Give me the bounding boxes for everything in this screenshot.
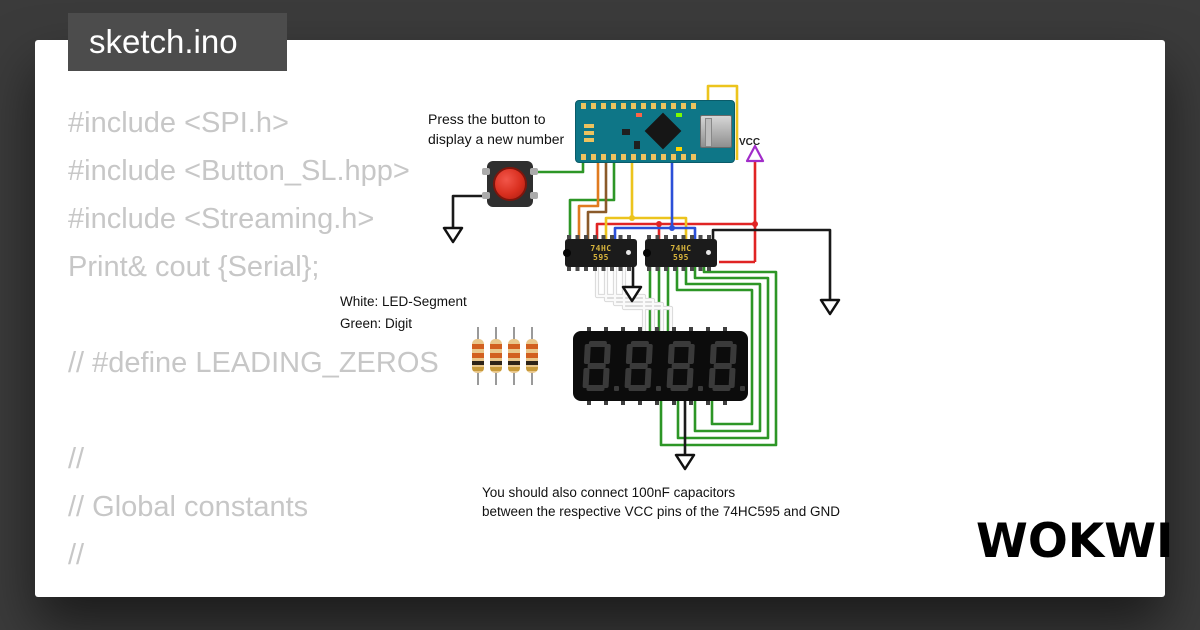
chip-label-line2: 595 (593, 253, 609, 262)
button-note-line2: display a new number (428, 131, 565, 147)
usb-detail (705, 118, 712, 147)
chip-label-line2: 595 (673, 253, 689, 262)
button-note: Press the button to display a new number (428, 109, 564, 149)
chip-label-line1: 74HC (590, 244, 612, 253)
shift-register-1[interactable]: 74HC 595 (563, 235, 637, 271)
resistor[interactable] (525, 327, 539, 385)
button-leg (530, 192, 538, 199)
arduino-nano-board[interactable] (575, 100, 735, 163)
display-digits (582, 341, 745, 391)
chip-pins (567, 267, 635, 271)
resistor-body (490, 339, 502, 373)
chip-pins (647, 267, 715, 271)
push-button[interactable] (482, 161, 538, 207)
shift-register-2[interactable]: 74HC 595 (643, 235, 717, 271)
pin-header-bottom (581, 154, 699, 160)
code-line: // Global constants (68, 491, 309, 523)
resistor[interactable] (471, 327, 485, 385)
button-note-line1: Press the button to (428, 111, 546, 127)
legend-white: White: LED-Segment (340, 294, 467, 309)
legend-green: Green: Digit (340, 316, 413, 331)
resistor-body (472, 339, 484, 373)
chip-label: 74HC 595 (565, 239, 637, 267)
code-line: // #define LEADING_ZEROS (68, 347, 439, 379)
code-line (68, 387, 439, 435)
display-pins (587, 327, 734, 331)
wokwi-logo-text: WOKWI (976, 514, 1174, 569)
code-line: #include <SPI.h> (68, 107, 289, 139)
chip-pin1-dot (626, 250, 631, 255)
microcontroller-chip (644, 112, 682, 150)
rx-led (636, 113, 642, 117)
chip-pin1-dot (706, 250, 711, 255)
file-tab-label: sketch.ino (89, 23, 238, 60)
button-leg (530, 168, 538, 175)
button-cap[interactable] (493, 167, 527, 201)
vcc-label: VCC (739, 137, 761, 148)
code-line: Print& cout {Serial}; (68, 251, 320, 283)
file-tab[interactable]: sketch.ino (68, 13, 287, 71)
chip-notch (563, 249, 571, 257)
capacitor-note-line2: between the respective VCC pins of the 7… (482, 504, 840, 519)
seven-segment-display[interactable] (573, 327, 748, 405)
resistor[interactable] (507, 327, 521, 385)
chip-notch (643, 249, 651, 257)
tx-led (676, 147, 682, 151)
capacitor-note: You should also connect 100nF capacitors… (482, 483, 840, 521)
button-leg (482, 168, 490, 175)
code-line: #include <Streaming.h> (68, 203, 375, 235)
icsp-pads (584, 122, 594, 142)
chip-label-line1: 74HC (670, 244, 692, 253)
capacitor-note-line1: You should also connect 100nF capacitors (482, 485, 736, 500)
smd-part (622, 129, 630, 135)
power-led (676, 113, 682, 117)
button-leg (482, 192, 490, 199)
code-line: #include <Button_SL.hpp> (68, 155, 410, 187)
smd-part (634, 141, 640, 149)
code-snippet: #include <SPI.h> #include <Button_SL.hpp… (68, 99, 439, 579)
display-pins (587, 401, 734, 405)
resistor-body (526, 339, 538, 373)
chip-label: 74HC 595 (645, 239, 717, 267)
code-line: // (68, 443, 85, 475)
wokwi-logo[interactable]: WOKWI (976, 514, 1174, 569)
resistor-body (508, 339, 520, 373)
code-line: // (68, 539, 85, 571)
pin-header-top (581, 103, 699, 109)
usb-connector (700, 115, 732, 148)
resistor[interactable] (489, 327, 503, 385)
